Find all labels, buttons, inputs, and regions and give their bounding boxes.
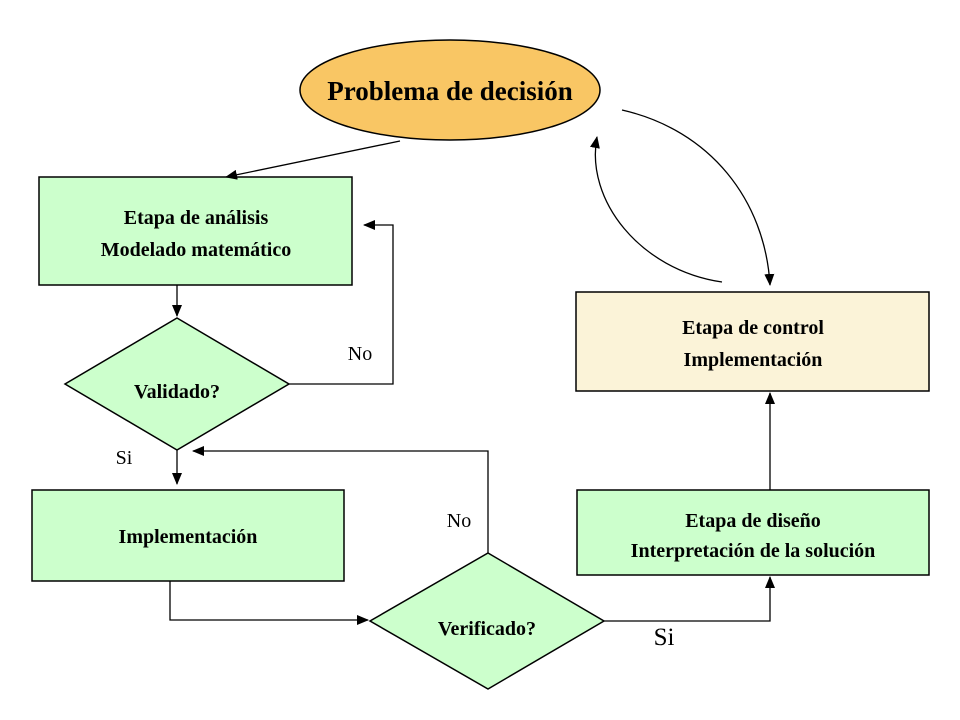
arrow-validated-no-loop — [289, 220, 394, 385]
validated-label: Validado? — [134, 381, 220, 403]
start-ellipse — [299, 39, 601, 141]
verified-decision[interactable]: Verificado? — [368, 552, 606, 690]
implementation-rect — [31, 489, 345, 582]
implementation-label: Implementación — [119, 526, 258, 548]
analysis-line2: Modelado matemático — [101, 239, 292, 261]
control-line2: Implementación — [684, 349, 823, 371]
design-stage-box[interactable]: Etapa de diseño Interpretación de la sol… — [576, 489, 930, 576]
analysis-stage-box[interactable]: Etapa de análisis Modelado matemático — [38, 176, 353, 286]
arrow-start-to-control — [621, 109, 775, 286]
design-rect — [576, 489, 930, 576]
control-stage-box[interactable]: Etapa de control Implementación — [575, 291, 930, 392]
design-line1: Etapa de diseño — [685, 510, 821, 532]
design-line2: Interpretación de la solución — [631, 540, 876, 562]
start-node[interactable]: Problema de decisión — [299, 39, 601, 141]
validated-yes-label: Si — [116, 447, 133, 469]
arrow-verified-yes — [604, 576, 775, 622]
validated-decision[interactable]: Validado? — [63, 317, 291, 451]
arrow-verified-no-loop — [192, 446, 489, 553]
control-line1: Etapa de control — [682, 317, 824, 339]
verified-diamond — [368, 552, 606, 690]
arrow-control-to-start — [590, 136, 723, 283]
validated-no-label: No — [348, 343, 372, 365]
analysis-line1: Etapa de análisis — [124, 207, 269, 229]
verified-yes-label: Si — [654, 624, 675, 651]
control-rect — [575, 291, 930, 392]
start-label: Problema de decisión — [327, 76, 573, 106]
analysis-rect — [38, 176, 353, 286]
implementation-box[interactable]: Implementación — [31, 489, 345, 582]
arrow-implementation-to-verified — [169, 581, 369, 625]
verified-no-label: No — [447, 510, 471, 532]
arrow-start-to-analysis — [225, 140, 401, 180]
verified-label: Verificado? — [438, 618, 536, 640]
